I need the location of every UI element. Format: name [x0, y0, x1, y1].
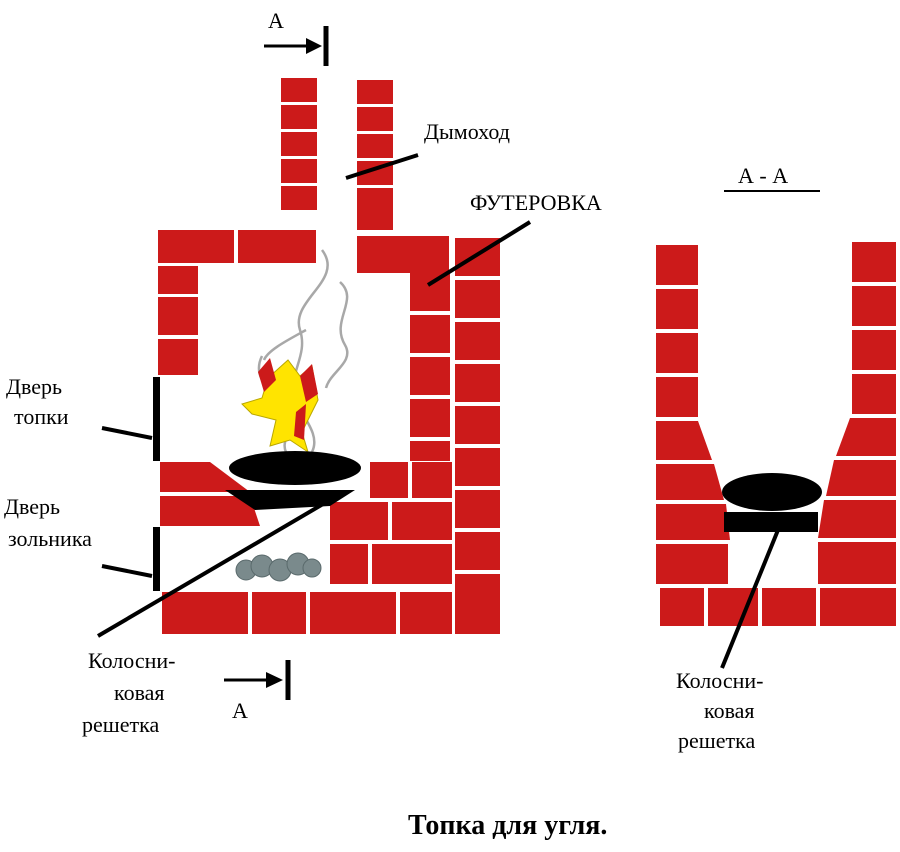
diagram-title: Топка для угля.: [408, 810, 607, 841]
grate-label-left-line3: решетка: [82, 712, 159, 737]
furnace-front-section: А А Дымоход ФУТЕРОВКА Дверь топки Дверь …: [4, 8, 602, 737]
leader-lines: [96, 153, 532, 638]
grate-label-right-line1: Колосни-: [676, 668, 763, 693]
firebox-door-label-line1: Дверь: [6, 374, 62, 399]
grate-label-left-line1: Колосни-: [88, 648, 175, 673]
section-a-a-view: А - А: [656, 163, 896, 753]
section-coal-pile: [722, 473, 822, 511]
lining-wall: [410, 273, 450, 461]
firebox-door: [153, 377, 160, 461]
chimney-label: Дымоход: [424, 119, 510, 144]
furnace-left-wall: [158, 266, 198, 375]
section-arrow-top: [264, 26, 329, 66]
ash-door-label-line2: зольника: [8, 526, 92, 551]
section-right-wall: [818, 242, 896, 584]
ash-pit-door: [153, 527, 160, 591]
section-left-wall: [656, 245, 730, 584]
chimney-left-wall: [281, 78, 317, 210]
section-grate: [724, 512, 818, 532]
grate-label-right-line2: ковая: [704, 698, 755, 723]
section-view-title: А - А: [738, 163, 788, 188]
coal-pile: [229, 451, 361, 485]
lining-label: ФУТЕРОВКА: [470, 190, 602, 215]
flame-icon: [241, 358, 319, 454]
grate-label-left-line2: ковая: [114, 680, 165, 705]
furnace-outer-right-wall: [455, 238, 500, 634]
chimney-right-wall: [357, 80, 393, 230]
grate-label-right-line3: решетка: [678, 728, 755, 753]
furnace-top-wall: [158, 230, 449, 273]
section-arrow-bottom: [224, 660, 291, 700]
firebox-door-label-line2: топки: [14, 404, 69, 429]
section-mark-bottom: А: [232, 698, 248, 723]
grate-level-brickwork: [160, 462, 452, 584]
furnace-bottom-wall: [162, 592, 452, 634]
ash-pile: [235, 552, 322, 582]
section-grate-leader: [720, 529, 780, 669]
section-bottom-wall: [660, 588, 896, 626]
ash-door-label-line1: Дверь: [4, 494, 60, 519]
section-mark-top: А: [268, 8, 284, 33]
